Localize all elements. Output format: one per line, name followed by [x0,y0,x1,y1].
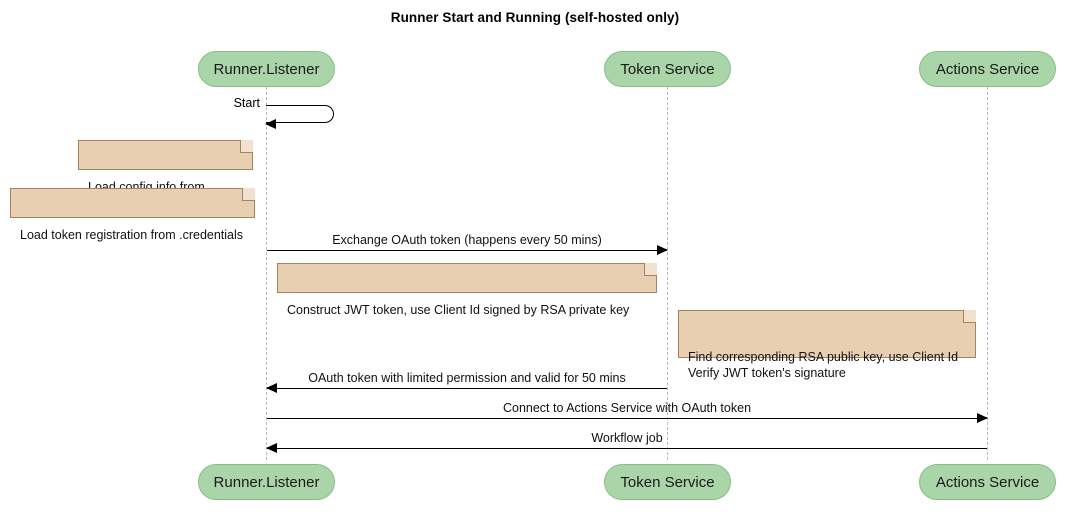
participant-label: Token Service [620,473,715,491]
participant-token-top[interactable]: Token Service [604,51,731,87]
message-line [267,418,987,419]
message-line [267,250,667,251]
note-text: Find corresponding RSA public key, use C… [688,350,959,380]
self-message-label: Start [233,96,260,110]
note-fold-icon [963,310,976,323]
participant-actions-top[interactable]: Actions Service [919,51,1056,87]
participant-label: Token Service [620,60,715,78]
note-text: Construct JWT token, use Client Id signe… [287,303,630,317]
participant-label: Actions Service [935,473,1040,491]
lifeline-token [667,87,668,460]
note-fold-icon [242,188,255,201]
note-fold-icon [240,140,253,153]
note-credentials: Load token registration from .credential… [10,188,255,242]
participant-runner-top[interactable]: Runner.Listener [198,51,335,87]
participant-label: Runner.Listener [213,473,320,491]
message-label: Workflow job [591,431,663,445]
participant-label: Actions Service [935,60,1040,78]
participant-label: Runner.Listener [213,60,320,78]
message-label: Connect to Actions Service with OAuth to… [502,401,752,415]
arrowhead-right-icon [657,245,668,255]
note-fold-icon [644,263,657,276]
participant-token-bottom[interactable]: Token Service [604,464,731,500]
note-jwt: Construct JWT token, use Client Id signe… [277,263,657,317]
arrowhead-left-icon [266,383,277,393]
participant-actions-bottom[interactable]: Actions Service [919,464,1056,500]
note-text: Load token registration from .credential… [20,228,244,242]
self-message-loop [266,105,334,123]
arrowhead-left-icon [265,118,276,129]
note-config: Load config info from .runner [78,140,253,210]
message-line [267,448,987,449]
arrowhead-right-icon [977,413,988,423]
lifeline-runner [266,87,267,460]
message-label: Exchange OAuth token (happens every 50 m… [332,233,602,247]
arrowhead-left-icon [266,443,277,453]
message-line [267,388,667,389]
page-title: Runner Start and Running (self-hosted on… [390,10,680,25]
note-verify: Find corresponding RSA public key, use C… [678,310,976,380]
message-label: OAuth token with limited permission and … [308,371,626,385]
lifeline-actions [987,87,988,460]
self-message-start[interactable]: Start [234,96,334,129]
participant-runner-bottom[interactable]: Runner.Listener [198,464,335,500]
